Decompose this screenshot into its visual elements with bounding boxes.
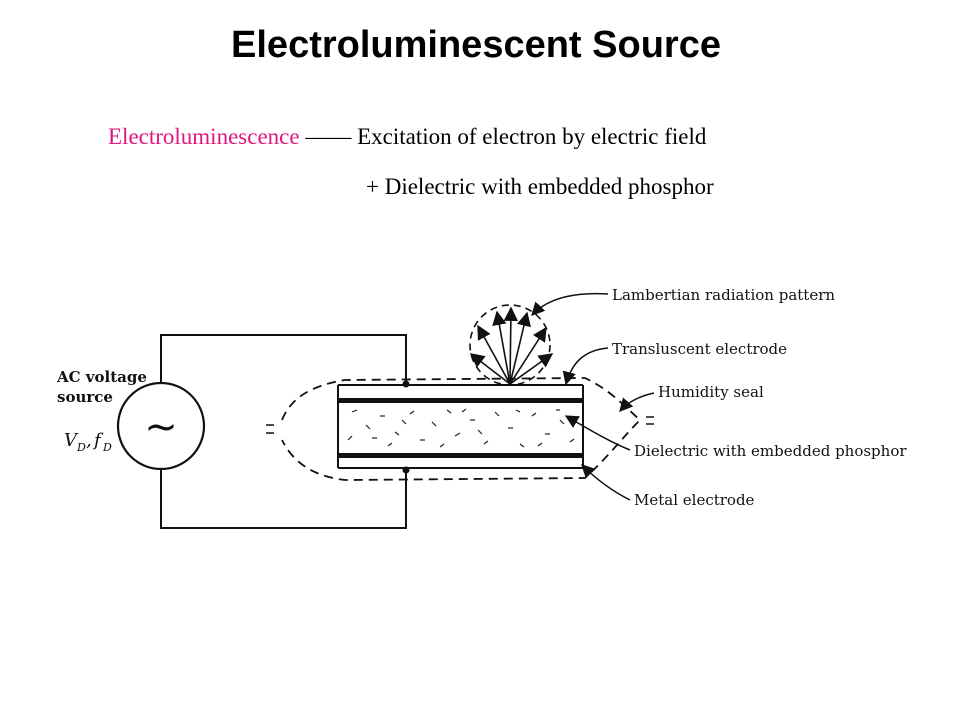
- svg-text:,: ,: [86, 430, 92, 451]
- svg-text:D: D: [102, 441, 112, 454]
- slide-title: Electroluminescent Source: [231, 24, 721, 66]
- humidity-seal-label: Humidity seal: [658, 383, 764, 401]
- lambertian-pattern-circle: [469, 304, 551, 386]
- emission-rays: [469, 306, 554, 385]
- electroluminescence-term: Electroluminescence: [108, 124, 300, 149]
- dielectric-line: + Dielectric with embedded phosphor: [366, 174, 714, 199]
- ac-source-circle: [116, 381, 206, 471]
- lambertian-label: Lambertian radiation pattern: [612, 286, 835, 304]
- metal-electrode-layer: [338, 453, 583, 458]
- svg-text:D: D: [76, 441, 86, 454]
- svg-text:V: V: [64, 430, 79, 451]
- ac-symbol-icon: ~: [144, 404, 178, 450]
- seal-tick-marks: [266, 416, 654, 434]
- callout-leaders: [531, 292, 655, 501]
- translucent-electrode-layer: [338, 398, 583, 403]
- source-label-1: AC voltage: [56, 368, 147, 386]
- definition-line: Electroluminescence —— Excitation of ele…: [108, 124, 706, 150]
- definition-text: —— Excitation of electron by electric fi…: [299, 124, 707, 149]
- source-label-2: source: [57, 388, 113, 406]
- humidity-seal: [281, 377, 642, 481]
- dielectric-label: Dielectric with embedded phosphor: [634, 442, 907, 460]
- phosphor-particles: [347, 408, 575, 448]
- circuit-wires: [160, 334, 407, 529]
- translucent-electrode-label: Transluscent electrode: [612, 340, 787, 358]
- metal-electrode-label: Metal electrode: [634, 491, 755, 509]
- source-variables: V D , f D: [64, 430, 112, 454]
